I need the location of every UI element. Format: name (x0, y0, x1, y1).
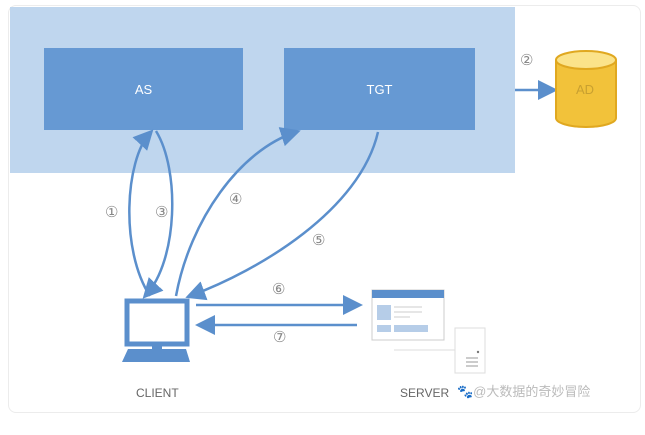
server-window-icon (371, 289, 486, 374)
tgt-label: TGT (366, 81, 393, 97)
as-label: AS (134, 81, 153, 97)
diagram-card (8, 5, 641, 413)
step-7-label: ⑦ (273, 329, 287, 346)
step-1-label: ① (105, 204, 119, 221)
step-3-label: ③ (155, 204, 169, 221)
watermark: 🐾@大数据的奇妙冒险 (457, 384, 591, 399)
server-label: SERVER (400, 386, 450, 400)
step-4-label: ④ (229, 191, 243, 208)
client-computer-icon (122, 298, 190, 362)
tgt-box: TGT (284, 48, 475, 130)
arrow-3 (142, 130, 174, 299)
arrow-1 (128, 129, 154, 297)
client-label: CLIENT (136, 386, 179, 400)
arrow-5 (185, 131, 380, 301)
step-5-label: ⑤ (312, 232, 326, 249)
step-6-label: ⑥ (272, 281, 286, 298)
arrow-4 (174, 127, 301, 297)
ad-label: AD (576, 82, 595, 97)
step-2-label: ② (520, 52, 534, 69)
as-box: AS (44, 48, 243, 130)
ad-database-icon (555, 50, 617, 128)
